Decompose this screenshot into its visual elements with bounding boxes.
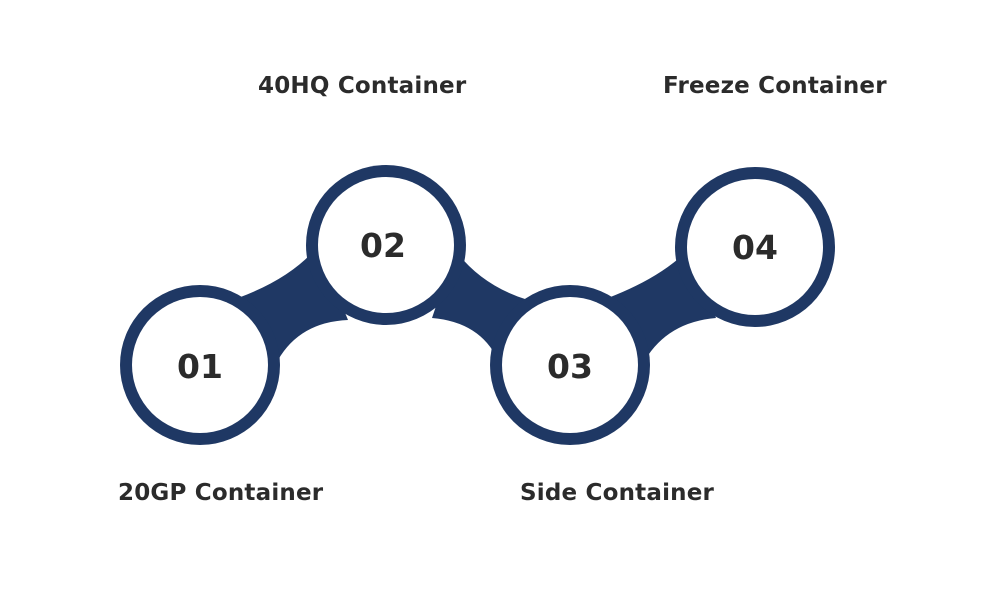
step-number-02: 02 — [360, 226, 406, 265]
step-node-03: 03 — [490, 285, 650, 445]
step-number-04: 04 — [732, 228, 778, 267]
step-label-01: 20GP Container — [118, 480, 324, 506]
step-label-03: Side Container — [520, 480, 715, 506]
step-node-01: 01 — [120, 285, 280, 445]
step-label-02: 40HQ Container — [258, 73, 467, 99]
step-node-02: 02 — [306, 165, 466, 325]
step-number-03: 03 — [547, 347, 593, 386]
step-number-01: 01 — [177, 347, 223, 386]
step-node-04: 04 — [675, 167, 835, 327]
step-label-04: Freeze Container — [663, 73, 887, 99]
